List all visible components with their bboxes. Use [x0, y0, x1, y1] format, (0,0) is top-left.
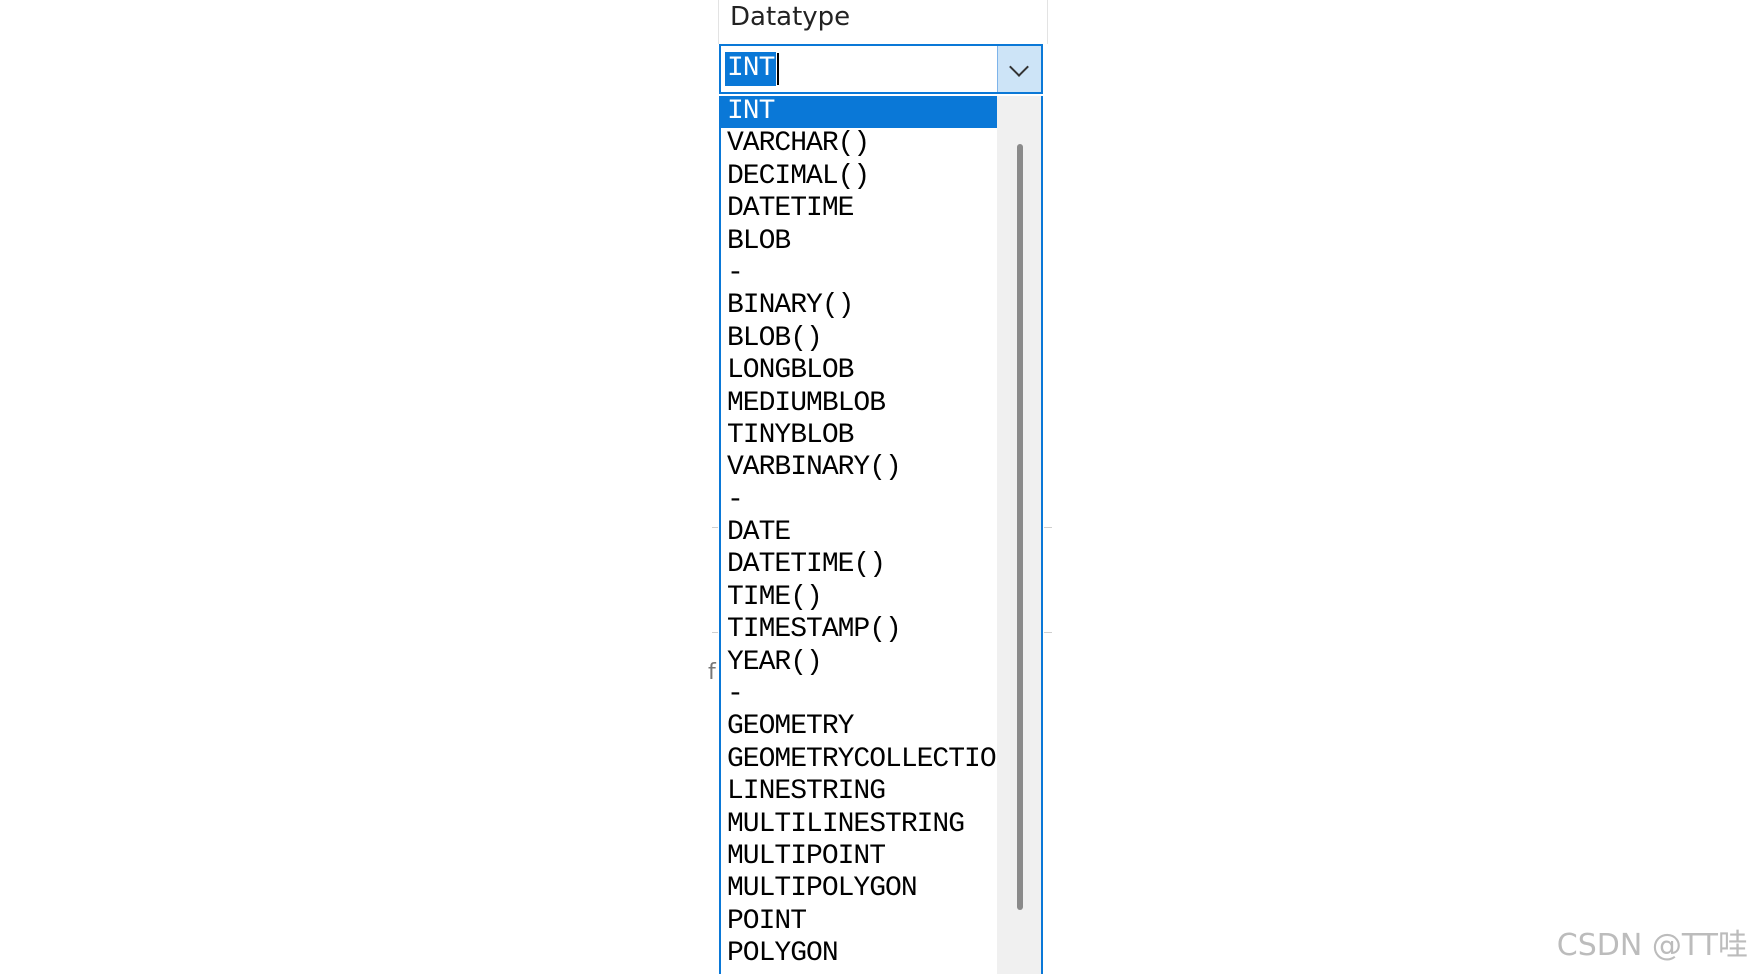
watermark: CSDN @TT哇 — [1556, 928, 1748, 963]
background-cell-fragment: f — [708, 660, 716, 685]
dropdown-option[interactable]: DECIMAL() — [727, 160, 870, 192]
dropdown-option[interactable]: YEAR() — [727, 646, 823, 678]
dropdown-option[interactable]: DATETIME — [727, 193, 854, 225]
dropdown-option[interactable]: VARCHAR() — [727, 128, 870, 160]
option-separator[interactable]: - — [727, 484, 744, 516]
dropdown-option[interactable]: GEOMETRY — [727, 711, 854, 743]
table-gridline — [1044, 527, 1052, 528]
chevron-down-icon — [1009, 57, 1029, 77]
dropdown-option[interactable]: MEDIUMBLOB — [727, 387, 886, 419]
dropdown-option[interactable]: VARBINARY() — [727, 452, 902, 484]
dropdown-option[interactable]: TIMESTAMP() — [727, 614, 902, 646]
dropdown-option[interactable]: INT — [721, 96, 997, 129]
datatype-input[interactable]: INT — [725, 52, 777, 86]
dropdown-option[interactable]: POINT — [727, 905, 807, 937]
dropdown-option[interactable]: TINYBLOB — [727, 419, 854, 451]
table-gridline — [712, 527, 718, 528]
dropdown-option[interactable]: DATE — [727, 517, 791, 549]
column-header-datatype: Datatype — [730, 2, 851, 32]
scrollbar-thumb[interactable] — [1017, 144, 1023, 910]
dropdown-scrollbar[interactable] — [997, 96, 1041, 974]
datatype-column — [718, 0, 1048, 44]
dropdown-option[interactable]: LINESTRING — [727, 776, 886, 808]
dropdown-option[interactable]: POLYGON — [727, 938, 839, 970]
dropdown-option[interactable]: BLOB() — [727, 322, 823, 354]
datatype-combobox[interactable]: INT — [719, 44, 1043, 94]
dropdown-option[interactable]: MULTIPOINT — [727, 840, 886, 872]
dropdown-option[interactable]: BLOB — [727, 225, 791, 257]
table-gridline — [712, 632, 718, 633]
dropdown-option[interactable]: MULTIPOLYGON — [727, 873, 918, 905]
dropdown-option[interactable]: BINARY() — [727, 290, 854, 322]
dropdown-option[interactable]: GEOMETRYCOLLECTIO — [727, 743, 997, 775]
dropdown-option[interactable]: MULTILINESTRING — [727, 808, 965, 840]
dropdown-option[interactable]: TIME() — [727, 581, 823, 613]
dropdown-option[interactable]: DATETIME() — [727, 549, 886, 581]
dropdown-option[interactable]: LONGBLOB — [727, 355, 854, 387]
text-caret — [777, 53, 779, 85]
option-separator[interactable]: - — [727, 257, 744, 289]
option-separator[interactable]: - — [727, 679, 744, 711]
dropdown-toggle-button[interactable] — [997, 46, 1041, 92]
table-gridline — [1044, 632, 1052, 633]
